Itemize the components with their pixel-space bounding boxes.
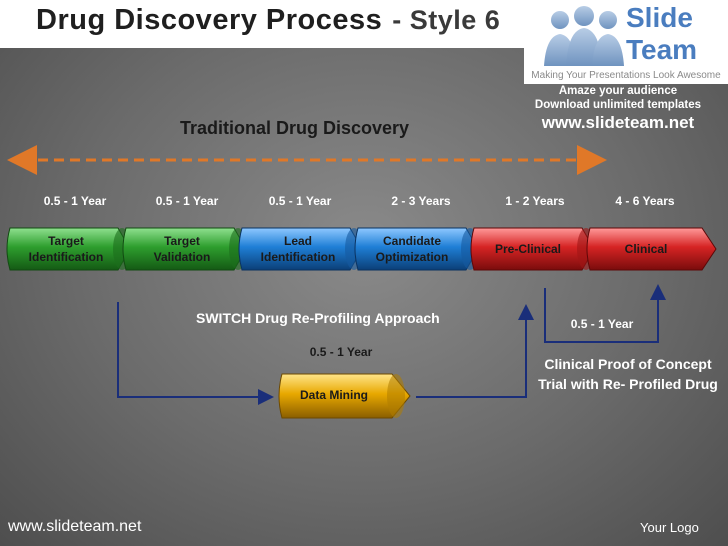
stage-duration-4: 2 - 3 Years	[391, 194, 451, 208]
brand-tagline: Making Your Presentations Look Awesome	[531, 70, 721, 81]
switch-duration: 0.5 - 1 Year	[309, 345, 373, 359]
clinical-proof-bracket-arrow	[544, 284, 666, 343]
clinical-proof-duration: 0.5 - 1 Year	[570, 317, 634, 331]
stage-label-pre-clinical: Pre-Clinical	[494, 242, 562, 256]
stage-label-candidate-optimization: Candidate Optimization	[375, 234, 449, 264]
ad-line-2: Download unlimited templates	[534, 99, 702, 111]
switch-approach-title: SWITCH Drug Re-Profiling Approach	[196, 310, 440, 326]
slide-title: Drug Discovery Process - Style 6	[36, 4, 500, 37]
stage-label-clinical: Clinical	[624, 242, 668, 256]
title-suffix: - Style 6	[392, 5, 501, 35]
stage-duration-1: 0.5 - 1 Year	[43, 194, 107, 208]
brand-line2: Team	[626, 34, 698, 65]
traditional-title: Traditional Drug Discovery	[180, 118, 410, 138]
switch-flow-arrow-out	[416, 304, 534, 398]
data-mining-label: Data Mining	[300, 388, 368, 402]
stage-label-target-identification: Target Identification	[28, 234, 104, 264]
clinical-proof-label: Clinical Proof of Concept Trial with Re-…	[538, 356, 718, 392]
stage-duration-5: 1 - 2 Years	[505, 194, 565, 208]
stage-duration-6: 4 - 6 Years	[615, 194, 675, 208]
brand-line1: Slide	[626, 2, 693, 33]
stage-label-target-validation: Target Validation	[153, 234, 211, 264]
stage-label-lead-identification: Lead Identification	[260, 234, 336, 264]
footer-logo-placeholder: Your Logo	[640, 520, 699, 535]
switch-flow-arrow-in	[117, 302, 274, 405]
stage-shape-6	[586, 227, 717, 271]
stage-duration-3: 0.5 - 1 Year	[268, 194, 332, 208]
ad-line-1: Amaze your audience	[558, 85, 678, 97]
stage-duration-2: 0.5 - 1 Year	[155, 194, 219, 208]
ad-url[interactable]: www.slideteam.net	[541, 113, 695, 132]
footer-url[interactable]: www.slideteam.net	[8, 518, 142, 535]
team-people-icon	[544, 6, 624, 66]
title-main: Drug Discovery Process	[36, 4, 383, 36]
data-mining-shape	[278, 373, 411, 419]
